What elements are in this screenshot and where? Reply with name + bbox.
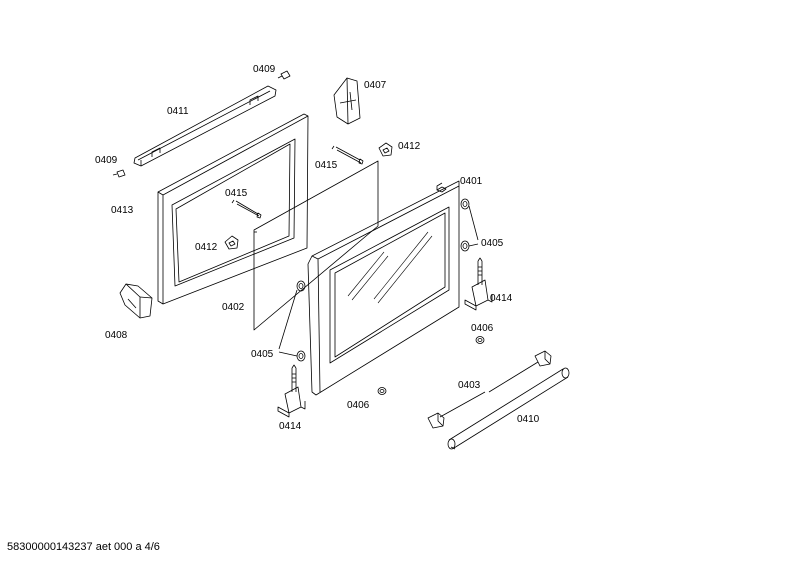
clip-0412-top <box>378 142 393 157</box>
screw-0409-left <box>112 169 126 178</box>
bushing-0406-right <box>475 336 485 344</box>
handle-mount-0403-lower <box>427 412 445 429</box>
hinge-0414-right <box>464 257 493 311</box>
label-0405-right: 0405 <box>481 238 504 249</box>
label-0415-middle: 0415 <box>225 188 248 199</box>
outer-door-0401 <box>307 180 460 396</box>
bushing-0405-right-bottom <box>460 240 470 252</box>
bushing-0406-bottom <box>377 387 387 395</box>
label-0412-top: 0412 <box>398 141 421 152</box>
label-0406-right: 0406 <box>471 323 494 334</box>
label-0413: 0413 <box>111 205 134 216</box>
label-0409-top: 0409 <box>253 64 276 75</box>
hinge-bracket-0407 <box>333 77 361 125</box>
screw-0409-top <box>277 70 291 80</box>
handle-bar-0410 <box>447 367 570 450</box>
leader-0405-right-b <box>468 243 479 247</box>
leader-0405-left-a <box>278 289 298 350</box>
bushing-0405-left-bottom <box>296 350 306 362</box>
label-0408: 0408 <box>105 330 128 341</box>
leader-0403-a <box>488 361 539 393</box>
label-0403: 0403 <box>458 380 481 391</box>
pin-0415-middle <box>231 199 262 219</box>
label-0402: 0402 <box>222 302 245 313</box>
hinge-bracket-0408 <box>119 283 153 319</box>
label-0406-bottom: 0406 <box>347 400 370 411</box>
label-0414-right: 0414 <box>490 293 513 304</box>
label-0409-left: 0409 <box>95 155 118 166</box>
label-0410: 0410 <box>517 414 540 425</box>
leader-0405-left-b <box>278 351 298 357</box>
label-0405-left: 0405 <box>251 349 274 360</box>
label-0401: 0401 <box>460 176 483 187</box>
inner-glass-0402 <box>253 160 379 331</box>
top-trim-strip-0411 <box>133 85 277 167</box>
label-0415-top: 0415 <box>315 160 338 171</box>
document-reference-footer: 58300000143237 aet 000 a 4/6 <box>7 541 160 553</box>
label-0412-middle: 0412 <box>195 242 218 253</box>
handle-mount-0403-upper <box>534 350 552 367</box>
leader-0405-right-a <box>468 205 479 241</box>
label-0407: 0407 <box>364 80 387 91</box>
hinge-0414-left <box>277 364 306 418</box>
bushing-0405-left-top <box>296 280 306 292</box>
label-0414-left: 0414 <box>279 421 302 432</box>
bushing-0405-right-top <box>460 198 470 210</box>
leader-0403-b <box>439 391 486 418</box>
pin-0415-top <box>331 145 364 165</box>
inner-frame-0413 <box>157 113 309 305</box>
label-0411: 0411 <box>167 106 189 117</box>
clip-0412-middle <box>224 235 239 250</box>
